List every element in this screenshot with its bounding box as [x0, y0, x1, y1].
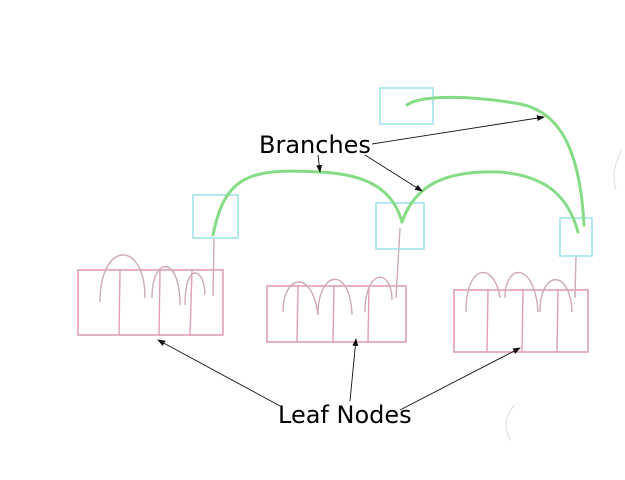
leaf-to-branch-link: [212, 237, 215, 297]
branch-node-2: [375, 202, 425, 250]
leaf-pointer: [504, 271, 539, 313]
smudge-mark: [505, 404, 516, 441]
leaf-node-1: [77, 237, 224, 337]
leaf-cell-divider: [556, 289, 559, 353]
branches-arrow-2: [364, 154, 423, 192]
branch-link: [211, 169, 404, 237]
branches-arrow-1: [316, 154, 323, 173]
leaf-to-branch-link: [574, 254, 577, 299]
leaf-cell-divider: [296, 285, 299, 343]
leaf-cell-divider: [189, 269, 193, 337]
leaf-node-box: [266, 285, 407, 343]
smudge-mark: [613, 149, 623, 191]
leaf-nodes-arrow-3: [399, 347, 521, 411]
branch-link: [405, 95, 586, 227]
leaf-pointer: [99, 254, 146, 303]
leaf-cell-divider: [521, 289, 524, 353]
branch-node-1: [192, 194, 239, 239]
leaf-cell-divider: [158, 269, 161, 337]
leaf-cell-divider: [367, 285, 370, 343]
leaf-nodes-arrow-1: [157, 339, 283, 408]
leaf-node-box: [77, 269, 224, 336]
leaf-node-box: [453, 289, 589, 353]
branch-node-root: [379, 87, 434, 125]
leaf-pointer: [539, 279, 573, 313]
branch-link: [400, 170, 580, 234]
leaf-pointer: [317, 278, 353, 316]
leaf-nodes-arrow-2: [349, 338, 359, 402]
leaf-pointer: [184, 272, 206, 306]
branches-label: Branches: [259, 131, 371, 159]
leaf-pointer: [282, 281, 319, 316]
branch-node-3: [559, 217, 593, 257]
leaf-node-3: [453, 254, 589, 353]
branches-arrow-3: [371, 115, 545, 145]
leaf-nodes-label: Leaf Nodes: [278, 401, 412, 429]
leaf-node-2: [266, 227, 407, 343]
leaf-cell-divider: [118, 269, 121, 336]
leaf-cell-divider: [486, 289, 489, 353]
leaf-cell-divider: [332, 285, 335, 343]
leaf-pointer: [465, 271, 501, 313]
leaf-to-branch-link: [395, 227, 401, 299]
leaf-pointer: [151, 265, 181, 306]
leaf-pointer: [364, 276, 393, 313]
